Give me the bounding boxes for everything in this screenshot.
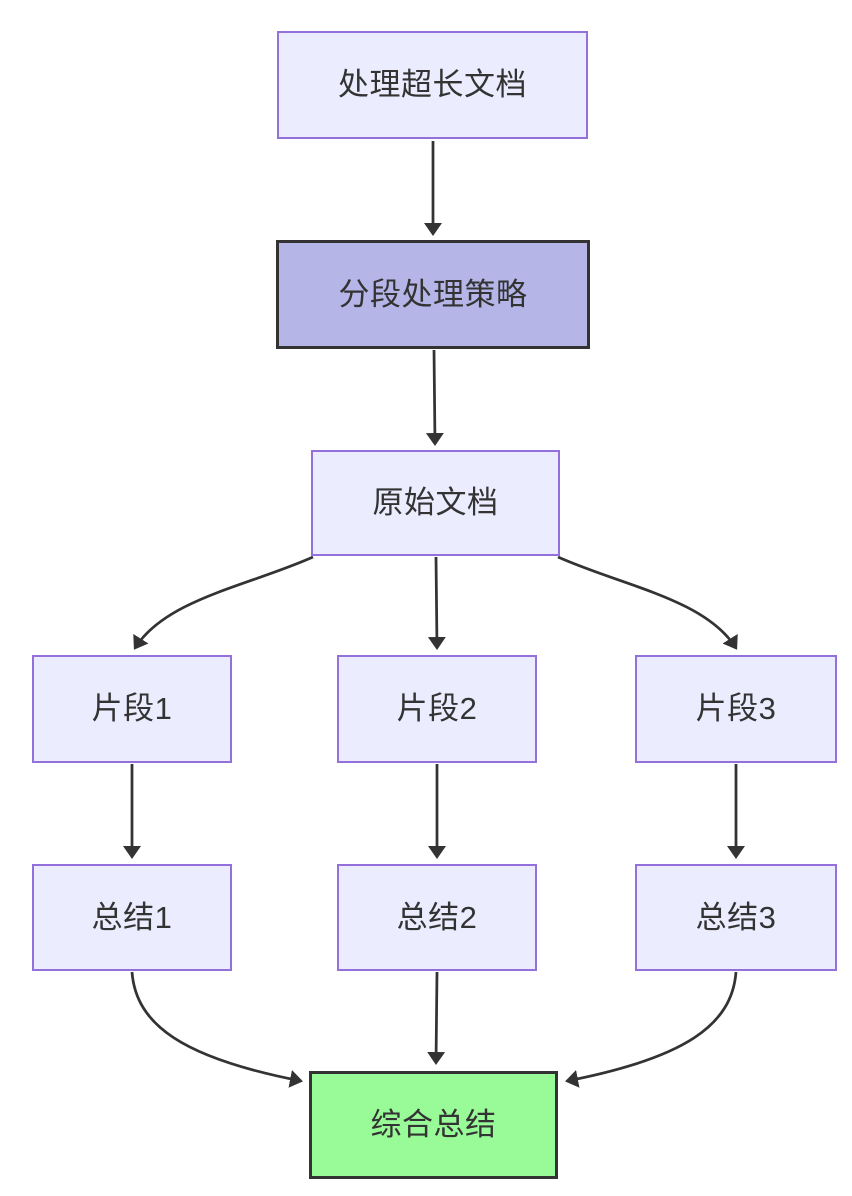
- edge-group: [123, 141, 745, 1088]
- node-label-frag1: 片段1: [91, 691, 173, 727]
- node-label-frag2: 片段2: [396, 691, 478, 727]
- node-original: 原始文档: [311, 450, 560, 556]
- node-label-strategy: 分段处理策略: [338, 276, 528, 312]
- edge-original-frag1: [133, 555, 314, 650]
- node-label-final: 综合总结: [370, 1107, 497, 1143]
- edge-original-frag3: [557, 555, 738, 650]
- edge-sum1-final: [130, 971, 303, 1088]
- node-label-frag3: 片段3: [695, 691, 777, 727]
- node-strategy: 分段处理策略: [276, 240, 590, 349]
- node-final: 综合总结: [309, 1071, 558, 1179]
- edge-sum3-final: [565, 971, 738, 1088]
- node-label-sum3: 总结3: [695, 899, 777, 935]
- node-frag1: 片段1: [32, 655, 232, 763]
- node-sum1: 总结1: [32, 864, 232, 971]
- node-frag2: 片段2: [337, 655, 537, 763]
- node-sum2: 总结2: [337, 864, 537, 971]
- node-frag3: 片段3: [635, 655, 837, 763]
- node-label-original: 原始文档: [372, 485, 499, 521]
- edge-strategy-original: [425, 349, 444, 446]
- node-label-doc: 处理超长文档: [338, 67, 527, 103]
- node-doc: 处理超长文档: [277, 31, 588, 139]
- node-label-sum1: 总结1: [91, 899, 173, 935]
- edge-sum2-final: [427, 971, 446, 1065]
- node-label-sum2: 总结2: [396, 899, 478, 935]
- node-sum3: 总结3: [635, 864, 837, 971]
- edge-original-frag2: [427, 556, 446, 650]
